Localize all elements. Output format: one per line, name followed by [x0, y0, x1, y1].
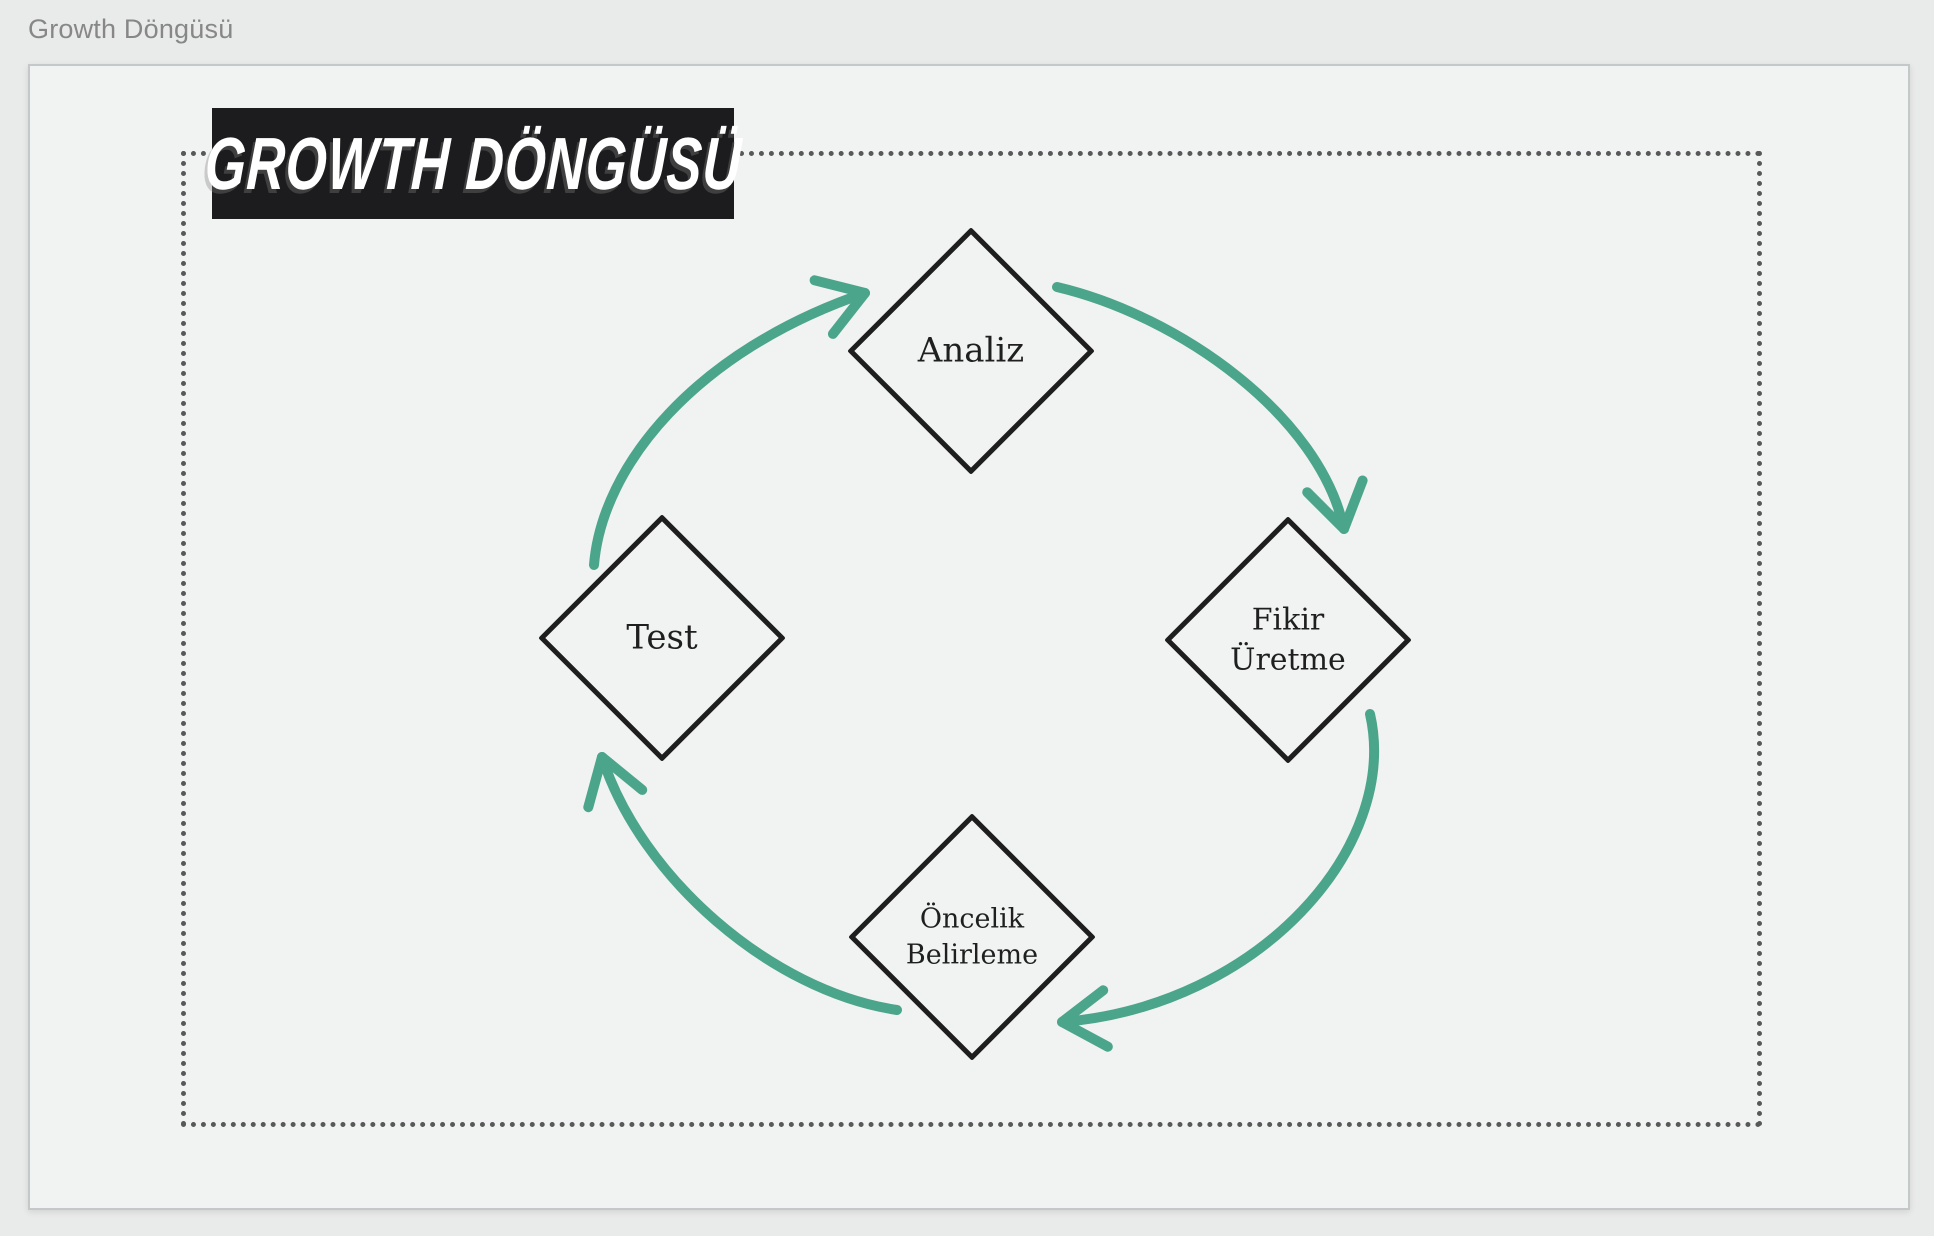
cycle-arrows-layer: [583, 275, 1380, 1052]
diamond-label-analiz[interactable]: Analiz: [917, 330, 1025, 371]
arrowhead-test-to-analiz[interactable]: [809, 275, 870, 339]
arrow-oncelik-to-test[interactable]: [597, 752, 902, 1015]
document-title: Growth Döngüsü: [28, 14, 234, 44]
diamond-label-test[interactable]: Test: [626, 617, 698, 658]
arrowhead-analiz-to-fikir[interactable]: [1302, 475, 1368, 534]
banner-text: GROWTH DÖNGÜSÜ: [202, 121, 744, 206]
diamond-label-fikir[interactable]: Fikir Üretme: [1230, 602, 1346, 677]
arrow-fikir-to-oncelik[interactable]: [1057, 709, 1380, 1027]
arrow-test-to-analiz[interactable]: [589, 288, 870, 570]
title-banner[interactable]: GROWTH DÖNGÜSÜ: [203, 108, 743, 219]
dotted-frame-shape[interactable]: [181, 151, 1762, 1127]
arrowhead-fikir-to-oncelik[interactable]: [1057, 985, 1113, 1052]
diamond-label-oncelik[interactable]: Öncelik Belirleme: [905, 903, 1039, 970]
arrowhead-oncelik-to-test[interactable]: [583, 752, 648, 813]
arrow-analiz-to-fikir[interactable]: [1052, 282, 1349, 534]
